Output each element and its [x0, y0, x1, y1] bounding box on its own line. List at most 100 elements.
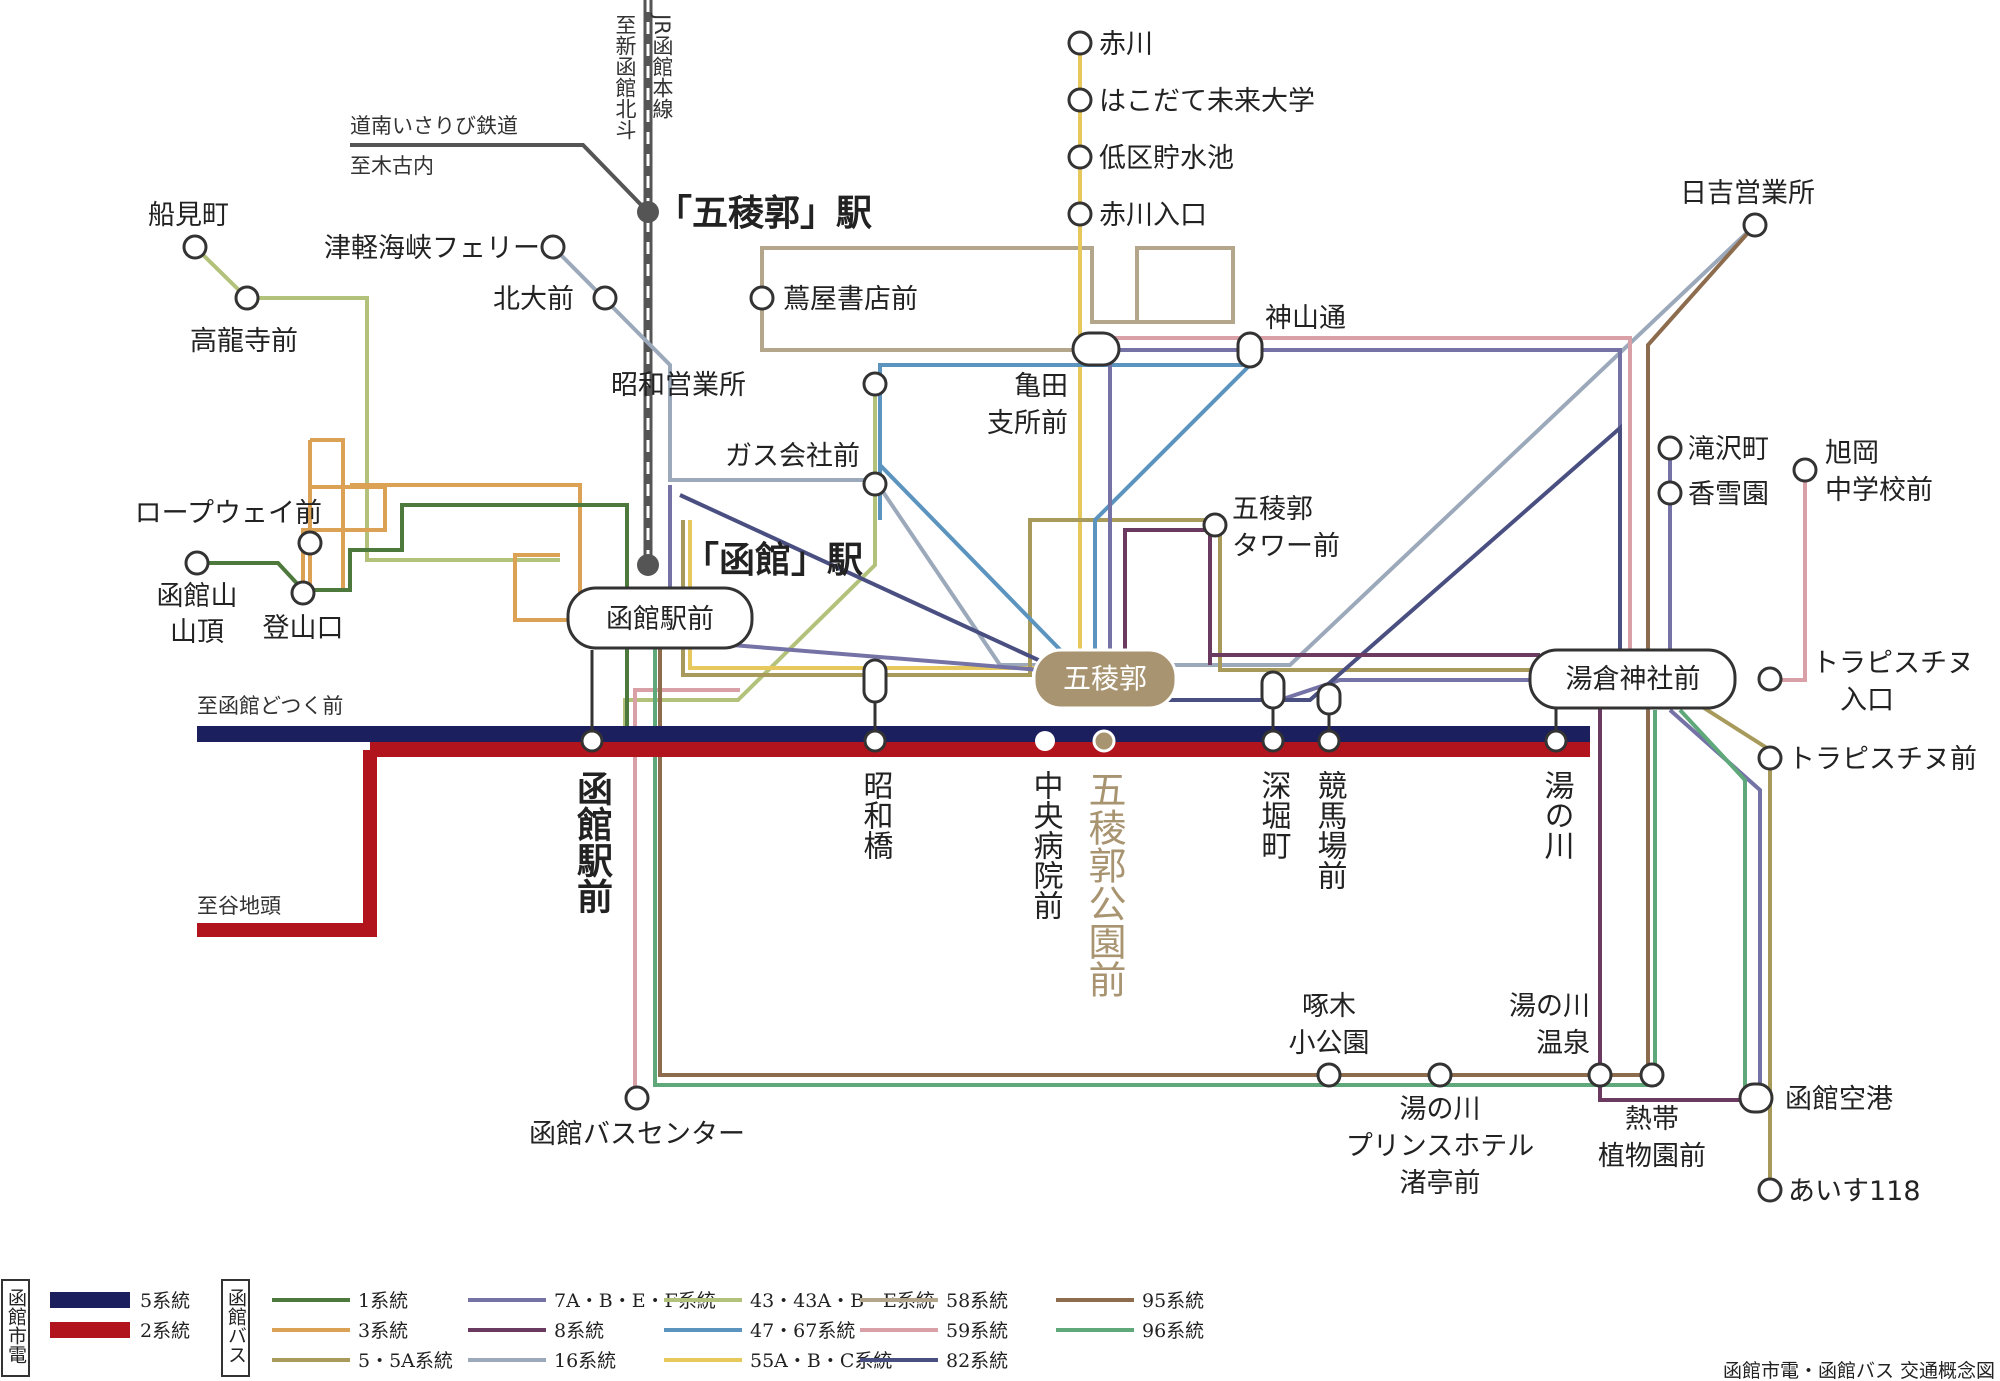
hub-yunokawa-jinja[interactable]: 湯倉神社前	[1528, 648, 1737, 710]
bus-stop-markers	[182, 30, 1818, 1203]
isaribi-line	[350, 143, 648, 212]
svg-text:トラピスチヌ: トラピスチヌ	[1812, 648, 1974, 679]
svg-text:至木古内: 至木古内	[350, 154, 434, 178]
svg-text:深堀町: 深堀町	[1256, 770, 1291, 860]
bus-routes	[193, 45, 1807, 1195]
svg-text:トラピスチヌ前: トラピスチヌ前	[1788, 744, 1977, 775]
legend-label: 5・5A系統	[358, 1350, 453, 1372]
svg-text:道南いさりび鉄道: 道南いさりび鉄道	[350, 114, 518, 138]
svg-text:昭和橋: 昭和橋	[858, 770, 894, 860]
svg-text:あいす118: あいす118	[1788, 1176, 1921, 1207]
legend-label: 7A・B・E・F系統	[554, 1290, 716, 1312]
legend-bus-item: 96系統	[1056, 1320, 1204, 1342]
legend-swatch	[50, 1292, 130, 1308]
hub-kameda[interactable]	[1071, 331, 1121, 367]
legend-bus-item: 8系統	[468, 1320, 604, 1342]
svg-text:競馬場前: 競馬場前	[1312, 770, 1347, 890]
legend-bus-item: 47・67系統	[664, 1320, 855, 1342]
legend-label: 47・67系統	[750, 1320, 855, 1342]
svg-text:中央病院前: 中央病院前	[1028, 770, 1063, 920]
svg-text:函館山: 函館山	[157, 581, 238, 612]
legend-label: 43・43A・B・E系統	[750, 1290, 935, 1312]
svg-text:香雪園: 香雪園	[1688, 479, 1769, 510]
svg-text:高龍寺前: 高龍寺前	[190, 326, 298, 357]
legend-bus-item: 7A・B・E・F系統	[468, 1290, 716, 1312]
svg-text:渚亭前: 渚亭前	[1400, 1168, 1481, 1199]
legend-label: 1系統	[358, 1290, 408, 1312]
svg-text:中学校前: 中学校前	[1825, 475, 1933, 506]
svg-text:啄木: 啄木	[1302, 991, 1356, 1022]
legend-bus-item: 59系統	[860, 1320, 1008, 1342]
svg-text:プリンスホテル: プリンスホテル	[1346, 1131, 1534, 1162]
svg-text:湯の川: 湯の川	[1400, 1094, 1481, 1125]
svg-text:熱帯: 熱帯	[1625, 1104, 1679, 1135]
svg-text:登山口: 登山口	[263, 613, 344, 644]
svg-text:「五稜郭」駅: 「五稜郭」駅	[656, 192, 872, 234]
svg-text:滝沢町: 滝沢町	[1688, 434, 1769, 465]
svg-text:至函館どつく前: 至函館どつく前	[197, 694, 343, 718]
svg-text:函館市電: 函館市電	[5, 1288, 27, 1364]
tram-line-2	[370, 742, 1590, 757]
legend-bus: 1系統 3系統 5・5A系統 7A・B・E・F系統 8系統 16系統 43・43A・B・E系…	[272, 1290, 1204, 1372]
svg-text:赤川: 赤川	[1099, 29, 1153, 60]
legend-label: 82系統	[946, 1350, 1008, 1372]
legend-label: 8系統	[554, 1320, 604, 1342]
legend-bus-item: 43・43A・B・E系統	[664, 1290, 935, 1312]
legend-label: 55A・B・C系統	[750, 1350, 892, 1372]
svg-text:小公園: 小公園	[1289, 1028, 1370, 1059]
svg-text:植物園前: 植物園前	[1598, 1141, 1706, 1172]
svg-text:タワー前: タワー前	[1232, 531, 1340, 562]
legend-swatch	[50, 1322, 130, 1338]
tram-stop-markers	[580, 650, 1568, 753]
rail-station-goryokaku[interactable]: 「五稜郭」駅	[637, 192, 872, 234]
svg-text:「函館」駅: 「函館」駅	[683, 539, 863, 581]
svg-text:函館空港: 函館空港	[1785, 1084, 1893, 1115]
svg-text:湯の川: 湯の川	[1539, 770, 1575, 860]
svg-text:五稜郭公園前: 五稜郭公園前	[1082, 770, 1126, 998]
legend-label: 2系統	[140, 1320, 190, 1342]
svg-text:五稜郭: 五稜郭	[1232, 494, 1313, 525]
svg-text:湯の川: 湯の川	[1509, 991, 1590, 1022]
svg-text:函館駅前: 函館駅前	[606, 604, 714, 635]
legend-label: 58系統	[946, 1290, 1008, 1312]
legend-bus-item: 95系統	[1056, 1290, 1204, 1312]
legend-bus-item: 58系統	[860, 1290, 1008, 1312]
legend-label: 16系統	[554, 1350, 616, 1372]
svg-text:亀田: 亀田	[1014, 371, 1068, 402]
legend-tram-item: 5系統	[50, 1290, 190, 1312]
svg-text:入口: 入口	[1840, 685, 1894, 716]
hub-goryokaku[interactable]: 五稜郭	[1032, 648, 1178, 710]
rail-station-hakodate[interactable]: 「函館」駅	[637, 539, 863, 581]
svg-text:旭岡: 旭岡	[1825, 438, 1879, 469]
svg-text:北大前: 北大前	[493, 284, 574, 315]
svg-text:船見町: 船見町	[148, 200, 229, 231]
legend-bus-item: 5・5A系統	[272, 1350, 453, 1372]
legend-bus-item: 1系統	[272, 1290, 408, 1312]
svg-text:山頂: 山頂	[170, 617, 224, 648]
svg-text:函館駅前: 函館駅前	[571, 770, 613, 914]
tram-stop-labels: 函館駅前 昭和橋 中央病院前 五稜郭公園前 深堀町 競馬場前 湯の川	[571, 770, 1575, 998]
svg-text:神山通: 神山通	[1265, 303, 1346, 334]
svg-text:蔦屋書店前: 蔦屋書店前	[783, 284, 918, 315]
hub-airport[interactable]	[1738, 1082, 1774, 1114]
svg-text:JR函館本線: JR函館本線	[650, 12, 674, 119]
svg-text:ロープウェイ前: ロープウェイ前	[135, 498, 322, 529]
svg-text:温泉: 温泉	[1536, 1028, 1590, 1059]
legend-bus-item: 82系統	[860, 1350, 1008, 1372]
svg-text:低区貯水池: 低区貯水池	[1099, 143, 1234, 174]
legend-tram-item: 2系統	[50, 1320, 190, 1342]
legend-label: 3系統	[358, 1320, 408, 1342]
legend-label: 95系統	[1142, 1290, 1204, 1312]
legend-label: 96系統	[1142, 1320, 1204, 1342]
hub-hakodate-ekimae[interactable]: 函館駅前	[566, 586, 754, 650]
svg-text:津軽海峡フェリー: 津軽海峡フェリー	[324, 233, 540, 264]
hub-kamiyama[interactable]	[1236, 331, 1264, 369]
legend-label: 5系統	[140, 1290, 190, 1312]
svg-text:赤川入口: 赤川入口	[1099, 200, 1207, 231]
svg-text:五稜郭: 五稜郭	[1063, 662, 1147, 695]
svg-text:至新函館北斗: 至新函館北斗	[613, 14, 637, 140]
legend-label: 59系統	[946, 1320, 1008, 1342]
